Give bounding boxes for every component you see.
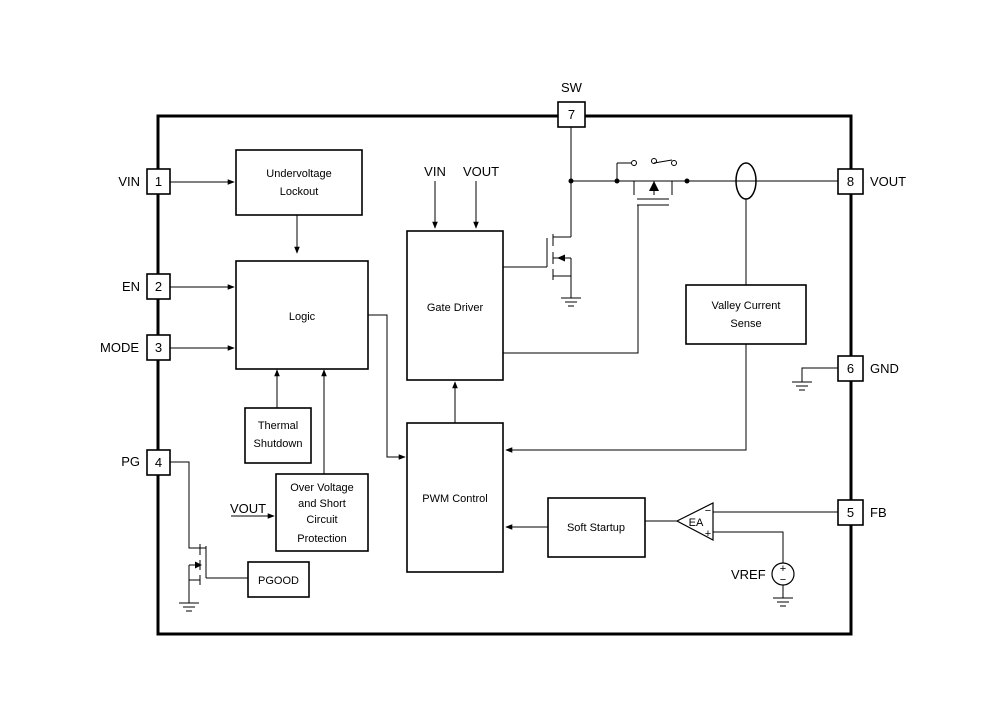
wire-valley-to-pwm bbox=[505, 344, 747, 453]
svg-text:Circuit: Circuit bbox=[306, 514, 337, 526]
svg-text:PWM Control: PWM Control bbox=[422, 493, 487, 505]
pg-mosfet-icon bbox=[188, 544, 248, 603]
soft-startup-block: Soft Startup bbox=[547, 497, 646, 558]
pin-number: 1 bbox=[155, 174, 162, 189]
pin-name: VOUT bbox=[870, 174, 906, 189]
pin-number: 8 bbox=[847, 174, 854, 189]
wire-vref-to-ea bbox=[713, 531, 784, 563]
wire-pg-pin-to-fet bbox=[170, 461, 206, 549]
pin-number: 7 bbox=[568, 107, 575, 122]
pin-name: MODE bbox=[100, 340, 139, 355]
ground-icon bbox=[179, 602, 199, 612]
svg-text:Shutdown: Shutdown bbox=[254, 438, 303, 450]
pin-1-vin: 1 VIN bbox=[118, 168, 171, 195]
ea-plus-sign: + bbox=[705, 528, 711, 540]
pwm-control-block: PWM Control bbox=[406, 422, 504, 573]
pin-4-pg: 4 PG bbox=[121, 449, 171, 476]
svg-text:Sense: Sense bbox=[730, 318, 761, 330]
thermal-shutdown-block: Thermal Shutdown bbox=[244, 407, 312, 464]
pin-number: 3 bbox=[155, 340, 162, 355]
vref-source-icon: + − bbox=[771, 562, 795, 586]
pin-7-sw: 7 SW bbox=[557, 80, 586, 128]
pin-name: GND bbox=[870, 361, 899, 376]
pin-name: VIN bbox=[118, 174, 140, 189]
vref-label: VREF bbox=[731, 567, 766, 582]
pgood-block: PGOOD bbox=[247, 561, 310, 598]
pin-5-fb: 5 FB bbox=[837, 499, 887, 526]
gate-driver-block: Gate Driver bbox=[406, 230, 504, 381]
pin-name: PG bbox=[121, 454, 140, 469]
wire-gate-driver-to-high-side bbox=[503, 205, 639, 354]
pin-number: 4 bbox=[155, 455, 162, 470]
svg-text:Over Voltage: Over Voltage bbox=[290, 482, 354, 494]
pin-8-vout: 8 VOUT bbox=[837, 168, 906, 195]
pin-3-mode: 3 MODE bbox=[100, 334, 171, 361]
pin-number: 6 bbox=[847, 361, 854, 376]
pin-number: 2 bbox=[155, 279, 162, 294]
error-amplifier-icon: EA − + bbox=[675, 502, 714, 541]
pin-number: 5 bbox=[847, 505, 854, 520]
svg-text:+: + bbox=[780, 563, 786, 575]
wire-gnd-pin-to-ground bbox=[801, 367, 838, 382]
high-side-switch-icon bbox=[614, 158, 690, 206]
svg-text:Thermal: Thermal bbox=[258, 420, 298, 432]
svg-text:Logic: Logic bbox=[289, 311, 316, 323]
pin-name: FB bbox=[870, 505, 887, 520]
ground-icon bbox=[792, 381, 812, 391]
valley-current-sense-block: Valley Current Sense bbox=[685, 284, 807, 345]
ovp-vout-label: VOUT bbox=[230, 501, 266, 516]
wire-logic-to-pwm bbox=[368, 314, 406, 460]
undervoltage-lockout-block: Undervoltage Lockout bbox=[235, 149, 363, 216]
svg-text:and Short: and Short bbox=[298, 498, 346, 510]
ground-icon bbox=[773, 597, 793, 607]
low-side-mosfet-icon bbox=[503, 234, 572, 298]
pin-2-en: 2 EN bbox=[122, 273, 171, 300]
pin-6-gnd: 6 GND bbox=[837, 355, 899, 382]
svg-text:Lockout: Lockout bbox=[280, 186, 319, 198]
svg-text:−: − bbox=[780, 574, 786, 586]
pin-name: EN bbox=[122, 279, 140, 294]
ground-icon bbox=[561, 297, 581, 307]
logic-block: Logic bbox=[235, 260, 369, 370]
svg-text:Undervoltage: Undervoltage bbox=[266, 168, 331, 180]
gate-driver-vout-label: VOUT bbox=[463, 164, 499, 179]
pin-name: SW bbox=[561, 80, 583, 95]
svg-text:Protection: Protection bbox=[297, 533, 347, 545]
svg-text:Valley Current: Valley Current bbox=[712, 300, 781, 312]
svg-text:Soft Startup: Soft Startup bbox=[567, 522, 625, 534]
gate-driver-vin-label: VIN bbox=[424, 164, 446, 179]
ea-minus-sign: − bbox=[705, 505, 711, 517]
svg-text:Gate Driver: Gate Driver bbox=[427, 302, 484, 314]
over-voltage-protection-block: Over Voltage and Short Circuit Protectio… bbox=[275, 473, 369, 552]
ea-label: EA bbox=[689, 517, 704, 529]
svg-text:PGOOD: PGOOD bbox=[258, 575, 299, 587]
